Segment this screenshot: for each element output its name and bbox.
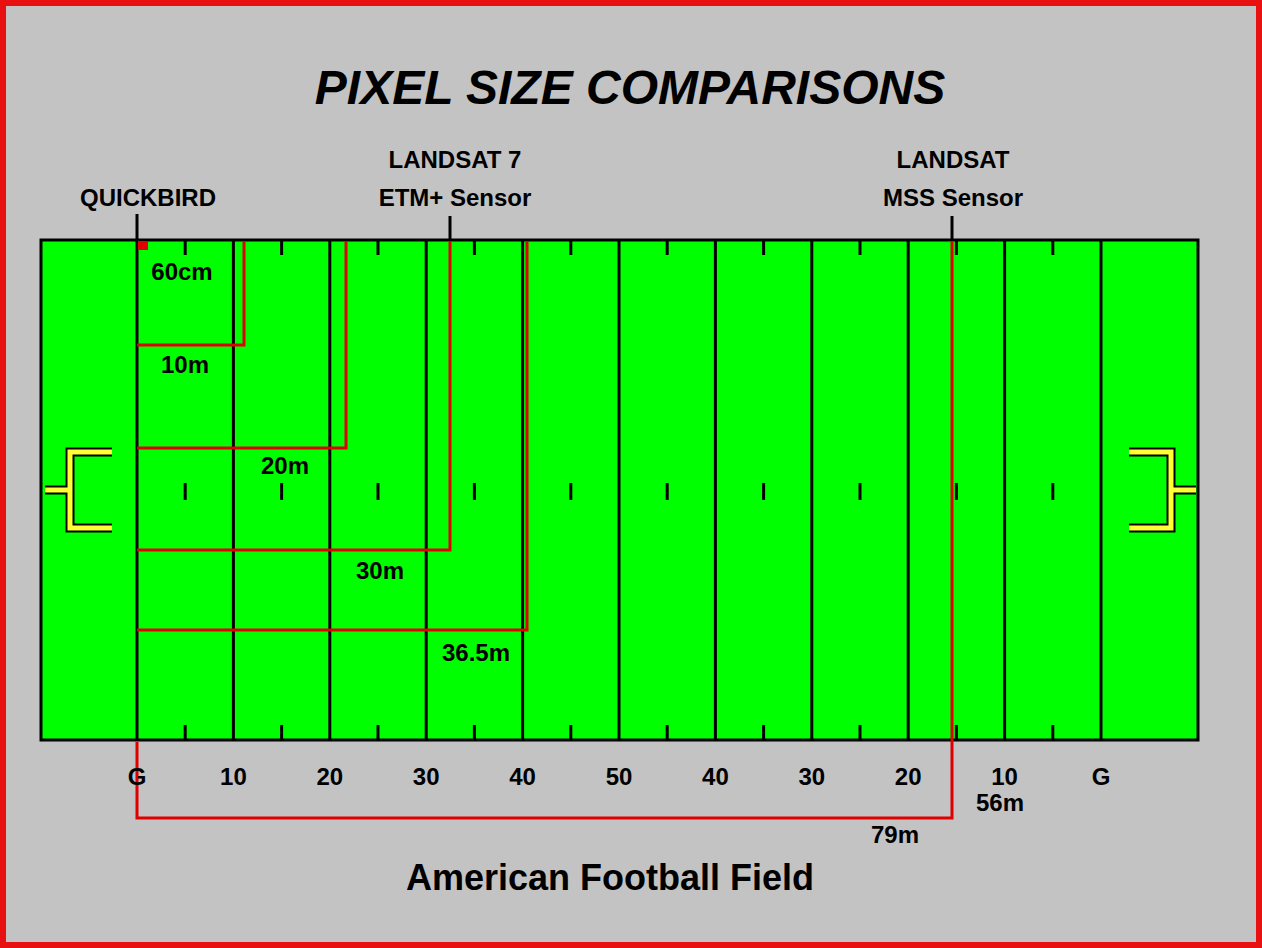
yard-number: 50	[606, 763, 633, 792]
goal-post-left	[45, 452, 112, 528]
hash-mark	[955, 240, 958, 255]
hash-mark	[666, 483, 669, 500]
hash-mark	[377, 483, 380, 500]
yard-line	[521, 240, 524, 740]
dimension: 60cm	[149, 258, 214, 287]
hash-mark	[473, 483, 476, 500]
yard-line	[328, 240, 331, 740]
yard-line	[810, 240, 813, 740]
hash-mark	[762, 483, 765, 500]
hash-mark	[859, 483, 862, 500]
hash-mark	[666, 240, 669, 255]
dimension: 10m	[159, 351, 211, 380]
yard-line	[1003, 240, 1006, 740]
dimension: 36.5m	[440, 639, 512, 668]
goal-post-right	[1129, 452, 1196, 528]
hash-mark	[184, 483, 187, 500]
yard-number: G	[1092, 763, 1111, 792]
hash-mark	[859, 725, 862, 740]
hash-mark	[955, 483, 958, 500]
pixel-outlines	[137, 241, 952, 818]
hash-mark	[859, 240, 862, 255]
yard-line	[907, 240, 910, 740]
title: PIXEL SIZE COMPARISONS	[315, 52, 945, 124]
yard-line	[714, 240, 717, 740]
yard-number: 10	[220, 763, 247, 792]
hash-mark	[762, 725, 765, 740]
sensor-label: QUICKBIRD	[80, 184, 216, 213]
yard-number: 10	[991, 763, 1018, 792]
hash-mark	[762, 240, 765, 255]
yard-line	[618, 240, 621, 740]
yard-number: 30	[798, 763, 825, 792]
hash-mark	[473, 240, 476, 255]
hash-mark	[280, 725, 283, 740]
yard-line	[1100, 240, 1103, 740]
field	[41, 240, 1198, 740]
hash-mark	[280, 240, 283, 255]
yard-number: 40	[509, 763, 536, 792]
hash-mark	[1051, 240, 1054, 255]
hash-mark	[184, 240, 187, 255]
pointer-ticks	[137, 214, 952, 240]
dimension: 79m	[871, 821, 919, 850]
sensor-label: LANDSAT MSS Sensor	[873, 141, 1033, 217]
yard-number: 20	[895, 763, 922, 792]
yard-number: 20	[316, 763, 343, 792]
yard-number: 40	[702, 763, 729, 792]
hash-mark	[1051, 483, 1054, 500]
hash-marks	[185, 240, 1053, 740]
hash-mark	[377, 240, 380, 255]
hash-mark	[184, 725, 187, 740]
hash-mark	[1051, 725, 1054, 740]
dimension: 30m	[354, 557, 406, 586]
yard-lines	[137, 240, 1101, 740]
hash-mark	[955, 725, 958, 740]
hash-mark	[666, 725, 669, 740]
dimension: 20m	[259, 452, 311, 481]
yard-number: G	[128, 763, 147, 792]
hash-mark	[569, 725, 572, 740]
hash-mark	[473, 725, 476, 740]
hash-mark	[569, 240, 572, 255]
hash-mark	[280, 483, 283, 500]
sensor-label: LANDSAT 7 ETM+ Sensor	[363, 141, 548, 217]
hash-mark	[377, 725, 380, 740]
yard-line	[136, 240, 139, 740]
yard-line	[425, 240, 428, 740]
yard-number: 30	[413, 763, 440, 792]
caption: American Football Field	[406, 851, 814, 905]
dimension: 56m	[976, 789, 1024, 818]
hash-mark	[569, 483, 572, 500]
yard-line	[232, 240, 235, 740]
